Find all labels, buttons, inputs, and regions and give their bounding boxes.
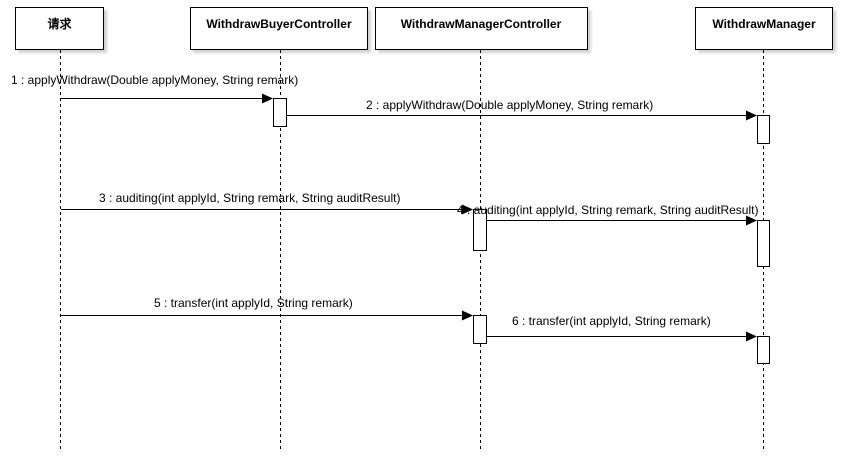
- activations: [273, 98, 770, 364]
- message-label: 2 : applyWithdraw(Double applyMoney, Str…: [366, 98, 653, 112]
- message-6[interactable]: 6 : transfer(int applyId, String remark): [487, 314, 757, 342]
- message-5[interactable]: 5 : transfer(int applyId, String remark): [61, 296, 473, 321]
- message-label: 1 : applyWithdraw(Double applyMoney, Str…: [11, 73, 298, 87]
- activation-bar: [473, 209, 487, 251]
- activation-bar: [473, 315, 487, 344]
- activation-bar: [757, 220, 770, 267]
- message-3[interactable]: 3 : auditing(int applyId, String remark,…: [61, 191, 473, 215]
- message-label: 4 : auditing(int applyId, String remark,…: [457, 203, 758, 217]
- participant-request[interactable]: 请求: [15, 7, 104, 50]
- message-label: 3 : auditing(int applyId, String remark,…: [99, 191, 400, 205]
- participant-label: WithdrawBuyerController: [206, 17, 352, 31]
- message-label: 6 : transfer(int applyId, String remark): [512, 314, 711, 328]
- activation-bar: [273, 98, 287, 127]
- participant-label: WithdrawManagerController: [401, 17, 562, 31]
- activation-bar: [757, 115, 770, 144]
- participant-label: 请求: [47, 16, 72, 31]
- message-1[interactable]: 1 : applyWithdraw(Double applyMoney, Str…: [11, 73, 298, 104]
- participant-withdraw-manager[interactable]: WithdrawManager: [695, 7, 833, 50]
- participant-label: WithdrawManager: [712, 17, 816, 31]
- participant-withdraw-buyer-controller[interactable]: WithdrawBuyerController: [190, 7, 368, 50]
- activation-bar: [757, 336, 770, 364]
- message-4[interactable]: 4 : auditing(int applyId, String remark,…: [457, 203, 758, 226]
- message-2[interactable]: 2 : applyWithdraw(Double applyMoney, Str…: [287, 98, 757, 121]
- message-label: 5 : transfer(int applyId, String remark): [154, 296, 353, 310]
- participant-withdraw-manager-controller[interactable]: WithdrawManagerController: [375, 7, 588, 50]
